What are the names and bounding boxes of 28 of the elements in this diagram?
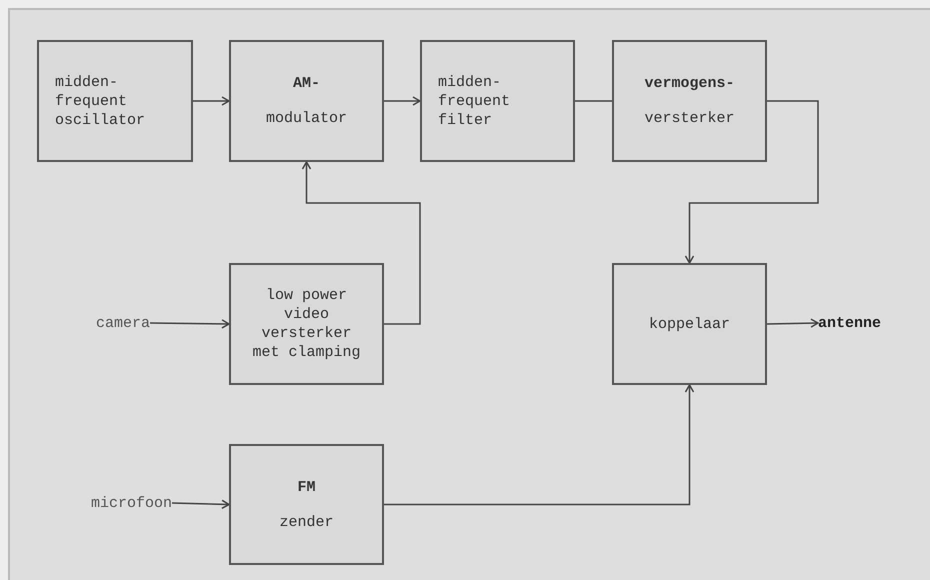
connector-arrow	[384, 384, 694, 506]
block-box	[229, 263, 384, 385]
block-label: modulator	[266, 109, 347, 128]
block-label: vermogens-	[644, 74, 734, 93]
block-box	[612, 263, 767, 385]
connector-arrow	[172, 500, 230, 510]
block-label: midden- frequent filter	[438, 72, 512, 130]
block-label: koppelaar	[648, 314, 730, 334]
connector-arrow	[384, 96, 421, 106]
block-label: AM-	[292, 74, 320, 93]
signal-label: camera	[68, 312, 150, 334]
connector-arrow	[193, 96, 230, 106]
signal-label: antenne	[818, 312, 910, 334]
block-label: midden- frequent oscillator	[55, 72, 146, 130]
block-box	[229, 444, 384, 565]
block-box	[420, 40, 575, 162]
block-label: FM	[297, 478, 316, 496]
connector-arrow	[302, 161, 421, 325]
connector-arrow	[150, 319, 230, 329]
block-box	[229, 40, 384, 162]
block-label: versterker	[644, 109, 734, 128]
block-label: zender	[279, 512, 334, 532]
block-box	[612, 40, 767, 162]
signal-label: microfoon	[56, 492, 172, 514]
block-label: low power video versterker met clamping	[251, 286, 362, 362]
connector-arrow	[684, 100, 819, 264]
connector-arrow	[766, 318, 819, 328]
block-box	[37, 40, 193, 162]
